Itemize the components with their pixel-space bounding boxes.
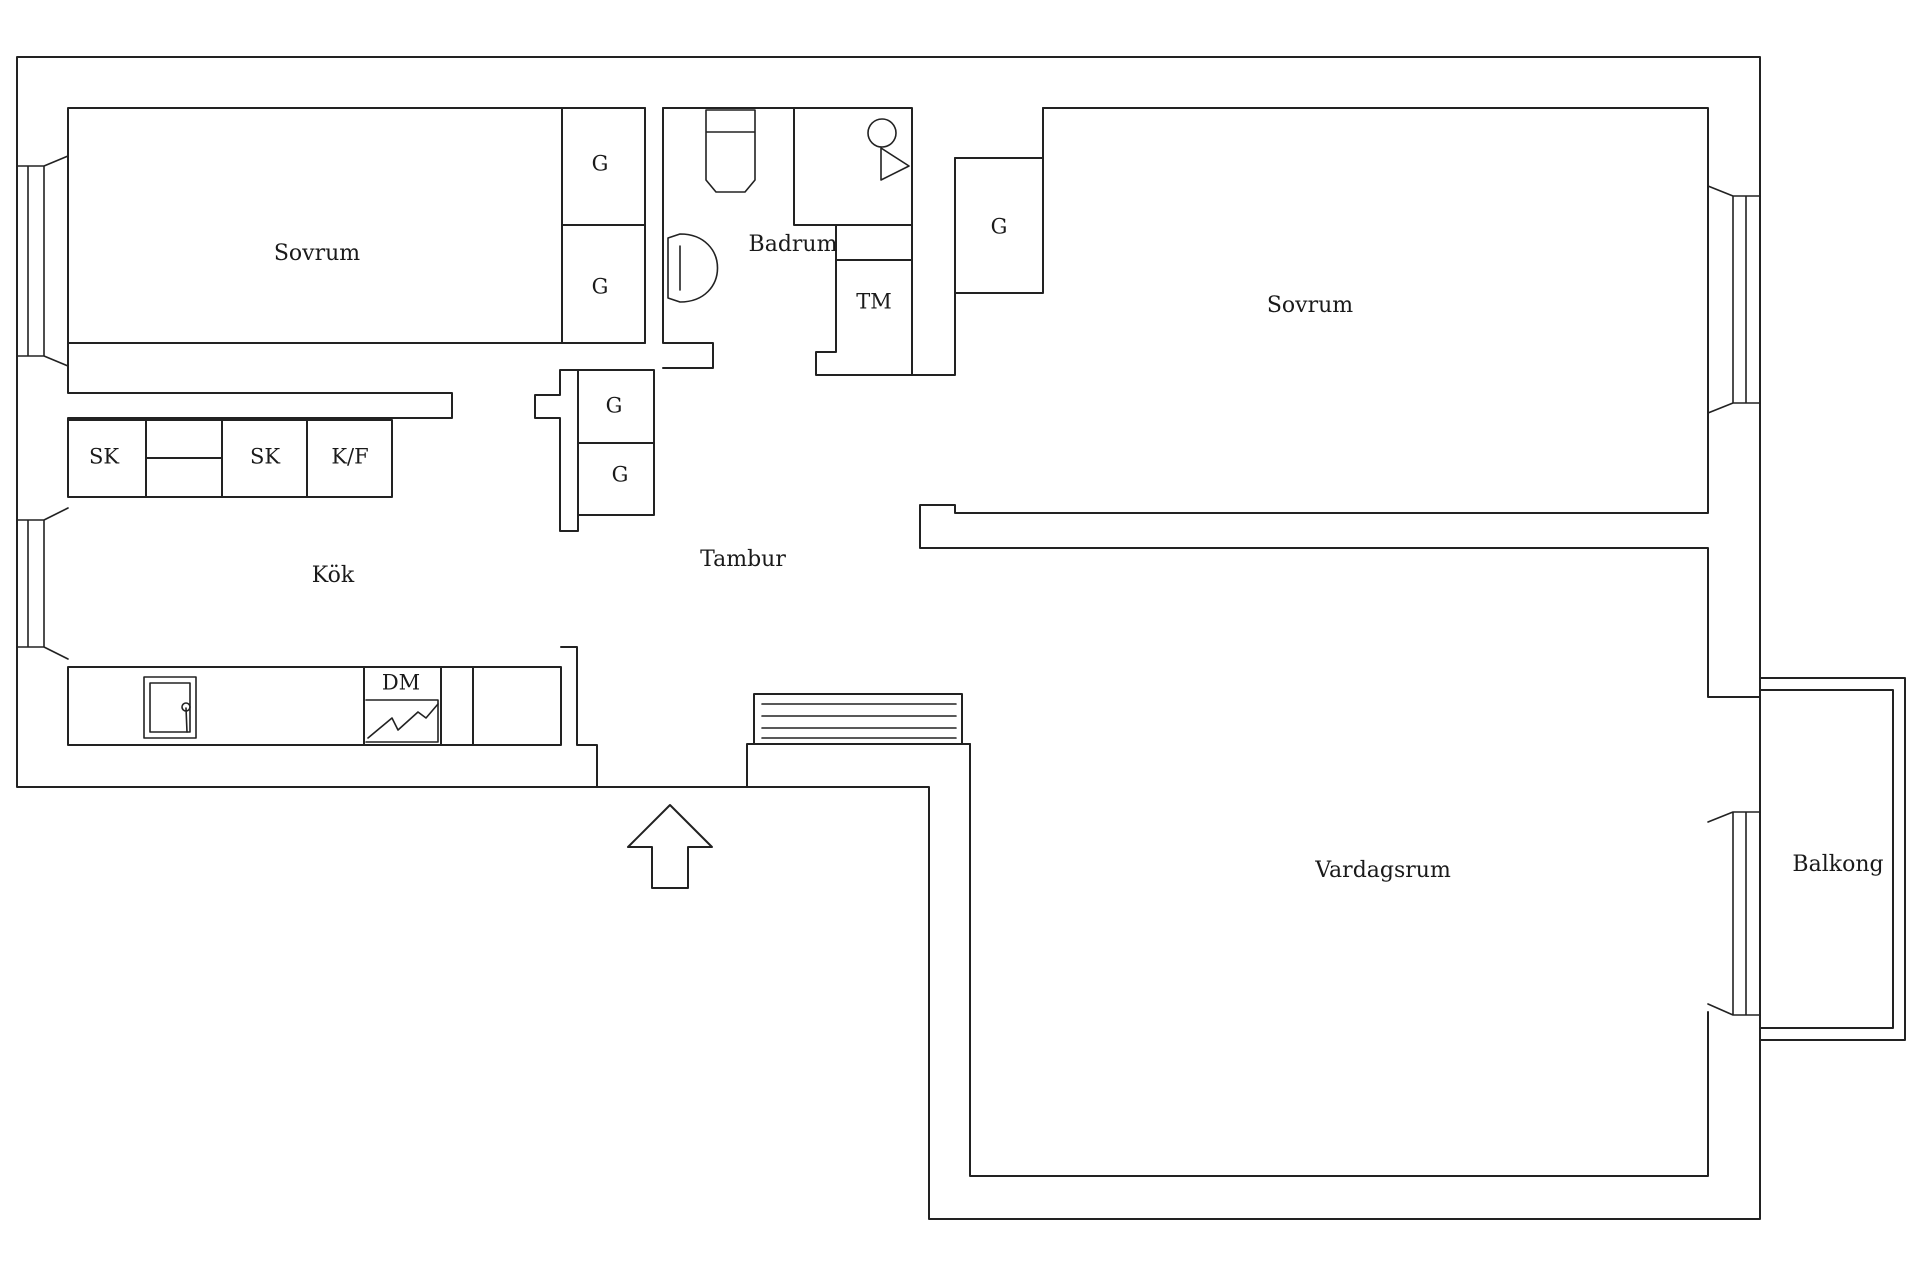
room-label-kok: Kök [312,563,355,588]
wardrobe-label: G [612,463,629,487]
toilet [705,109,756,193]
cabinet-label-sk: SK [89,445,119,469]
bedroom-right [919,107,1761,551]
bath-sink [667,233,719,303]
wardrobe-label: G [592,152,609,176]
dishwasher-label: DM [382,671,420,695]
room-label-sovrum-right: Sovrum [1267,293,1353,318]
kitchen-sink [143,676,197,739]
room-label-balkong: Balkong [1792,852,1883,877]
entrance-arrow-icon [627,804,713,889]
dishwasher [365,699,439,743]
room-label-vardagsrum: Vardagsrum [1314,858,1451,883]
living-room [969,549,1761,1177]
kitchen-upper-cabinets [16,419,393,660]
wardrobe-label: G [991,215,1008,239]
window-right-top [1707,185,1761,414]
shower-head [867,118,897,148]
window-left-bottom [16,507,69,660]
room-label-badrum: Badrum [749,232,838,257]
cabinet-label-sk: SK [250,445,280,469]
wardrobe-label: G [592,275,609,299]
window-right-bottom [1707,811,1761,1016]
washing-machine-label: TM [856,290,892,314]
room-label-sovrum-left: Sovrum [274,241,360,266]
outer-walls [16,56,1761,1220]
balcony [1759,677,1906,1041]
entrance-radiator [746,693,971,788]
fridge-freezer-label: K/F [331,445,368,469]
kitchen-counter [67,646,598,788]
window-left-top [16,155,69,367]
closets-hall [534,369,655,532]
closet-right [911,157,1044,376]
room-label-tambur: Tambur [700,547,786,572]
closets-upper [561,107,646,344]
wardrobe-label: G [606,394,623,418]
bathroom [662,107,913,376]
